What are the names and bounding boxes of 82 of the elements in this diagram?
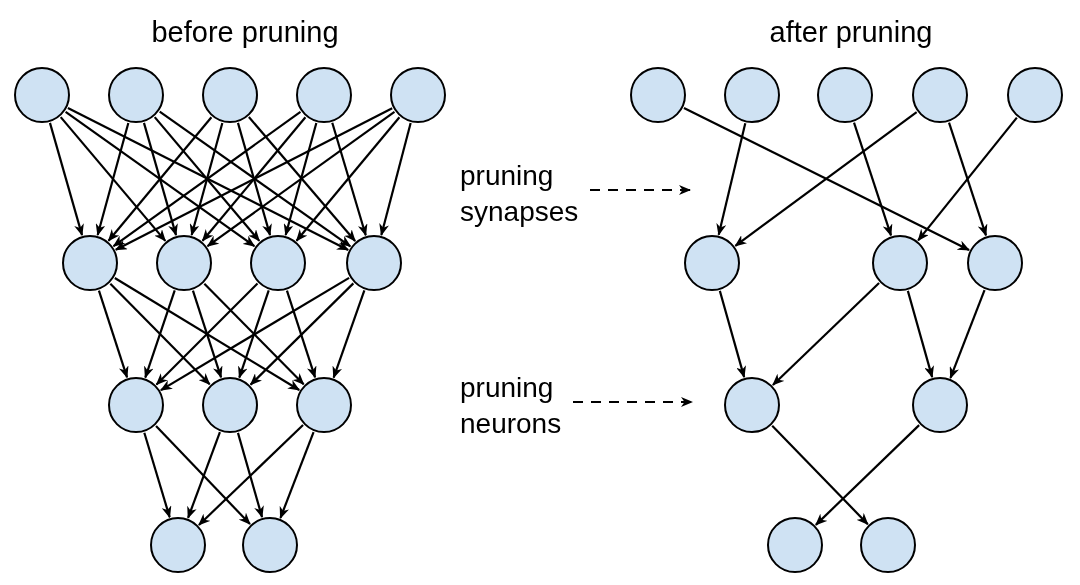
arrow <box>283 122 318 236</box>
arrow <box>107 116 213 242</box>
neuron-circle <box>767 517 823 573</box>
arrow <box>852 122 893 237</box>
neuron-circle <box>108 377 164 433</box>
arrow <box>160 276 350 392</box>
arrow <box>114 277 301 391</box>
arrow <box>97 290 129 379</box>
neuron-circle <box>296 377 352 433</box>
arrow <box>331 122 368 237</box>
arrow <box>772 282 880 386</box>
neuron-circle <box>872 235 928 291</box>
neuron-circle <box>150 517 206 573</box>
arrow <box>683 106 970 252</box>
arrow <box>718 290 746 379</box>
arrow <box>815 424 920 526</box>
arrow <box>112 111 302 247</box>
arrow <box>159 110 352 248</box>
neuron-circle <box>202 67 258 123</box>
neuron-circle <box>296 67 352 123</box>
neuron-circle <box>724 67 780 123</box>
arrow <box>238 290 270 379</box>
arrow <box>189 122 224 236</box>
arrow <box>771 425 869 525</box>
neuron-circle <box>912 67 968 123</box>
arrow <box>155 282 259 386</box>
arrow <box>949 289 986 379</box>
arrow <box>143 432 172 519</box>
neuron-circle <box>390 67 446 123</box>
heading: before pruning <box>151 16 339 49</box>
neuron-circle <box>912 377 968 433</box>
arrow <box>295 116 401 242</box>
neuron-circle <box>250 235 306 291</box>
arrow <box>142 122 178 237</box>
neuron-circle <box>108 67 164 123</box>
arrow <box>59 116 167 242</box>
neuron-circle <box>62 235 118 291</box>
neuron-circle <box>242 517 298 573</box>
arrow <box>285 290 317 379</box>
arrow <box>203 282 305 386</box>
arrow <box>236 432 264 519</box>
arrow <box>573 397 693 407</box>
arrow <box>906 290 934 379</box>
neuron-circle <box>1007 67 1063 123</box>
neuron-circle <box>202 377 258 433</box>
arrow <box>187 431 221 519</box>
arrow <box>734 111 918 247</box>
arrow <box>95 122 130 236</box>
arrow <box>48 122 84 237</box>
neuron-circle <box>967 235 1023 291</box>
arrow <box>198 424 304 526</box>
arrow <box>144 290 176 379</box>
neuron-circle <box>684 235 740 291</box>
heading: after pruning <box>769 16 933 49</box>
neuron-circle <box>860 517 916 573</box>
arrow <box>65 110 256 248</box>
arrow <box>716 122 747 236</box>
neuron-circle <box>14 67 70 123</box>
annotation-text: pruning neurons <box>460 370 562 442</box>
arrow <box>947 122 988 237</box>
neuron-circle <box>346 235 402 291</box>
arrow <box>279 431 315 519</box>
arrow <box>332 290 366 379</box>
arrow <box>67 107 349 251</box>
arrow <box>249 282 355 386</box>
neuron-circle <box>817 67 873 123</box>
arrow <box>191 290 223 379</box>
arrow <box>155 425 251 525</box>
neuron-circle <box>724 377 780 433</box>
arrow <box>206 111 396 247</box>
arrow <box>590 185 691 195</box>
arrow <box>379 122 412 236</box>
neuron-circle <box>156 235 212 291</box>
arrow <box>114 107 393 251</box>
arrow <box>109 282 211 386</box>
neuron-circle <box>630 67 686 123</box>
arrow <box>917 116 1018 242</box>
arrow <box>248 116 356 242</box>
arrow <box>153 116 261 242</box>
annotation-text: pruning synapses <box>460 158 579 230</box>
arrow <box>236 122 272 237</box>
arrow <box>201 116 307 242</box>
